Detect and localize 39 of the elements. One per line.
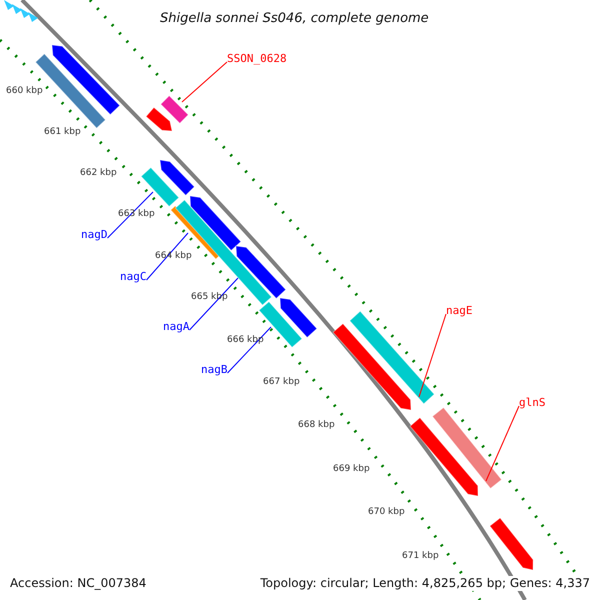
- gene-bar: [51, 44, 120, 116]
- gene-label: SSON_0628: [227, 52, 287, 65]
- footer-text: Topology: circular; Length: 4,825,265 bp; Genes: 4,337: [258, 576, 592, 591]
- gene-bar: [489, 517, 534, 571]
- position-label: 668 kbp: [298, 420, 335, 431]
- leader-line: [146, 232, 188, 280]
- gene-bar: [189, 195, 242, 252]
- gene-bar: [140, 166, 180, 208]
- position-label: 670 kbp: [368, 507, 405, 518]
- gene-label: nagE: [446, 304, 472, 317]
- gene-bar: [174, 199, 272, 306]
- gene-bar: [432, 406, 502, 490]
- position-label: 661 kbp: [44, 127, 81, 138]
- position-label: 662 kbp: [80, 168, 117, 179]
- leader-line: [418, 314, 446, 398]
- gene-bar: [349, 310, 435, 404]
- position-label: 667 kbp: [263, 377, 300, 388]
- gene-bar: [235, 245, 286, 300]
- gene-bar: [279, 297, 318, 338]
- leader-line: [486, 406, 520, 482]
- gene-bar: [332, 323, 412, 411]
- gene-label: nagB: [201, 363, 228, 376]
- leader-line: [189, 278, 238, 330]
- footer-text: Accession: NC_007384: [8, 576, 148, 591]
- position-label: 671 kbp: [402, 551, 439, 562]
- gene-bar: [159, 159, 195, 196]
- gene-label: nagA: [163, 320, 190, 333]
- title: Shigella sonnei Ss046, complete genome: [160, 10, 429, 28]
- leader-line: [182, 62, 228, 102]
- gene-label: glnS: [519, 396, 546, 409]
- leader-line: [227, 326, 272, 374]
- gene-label: nagD: [81, 228, 108, 241]
- gene-bar: [145, 106, 173, 132]
- gene-label: nagC: [120, 270, 146, 283]
- position-label: 660 kbp: [6, 86, 43, 97]
- gene-bar: [409, 417, 479, 497]
- leader-line: [107, 192, 154, 238]
- gene-bar: [160, 95, 189, 124]
- position-label: 669 kbp: [333, 464, 370, 475]
